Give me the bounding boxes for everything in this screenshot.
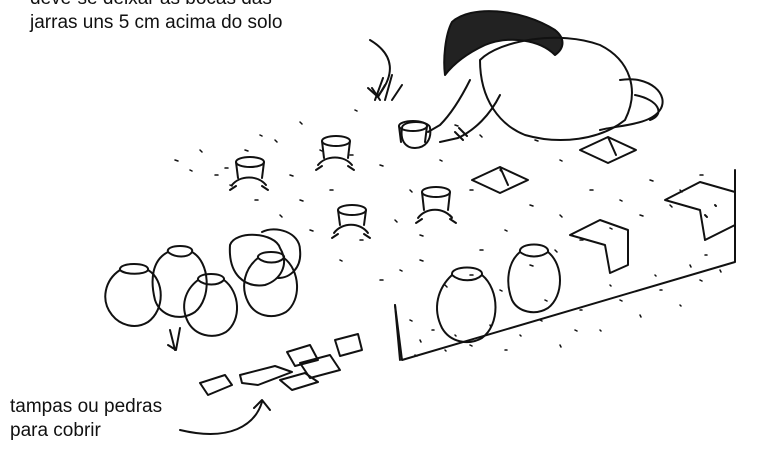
jar-depth-note: deve-se deixar as bocas das jarras uns 5…	[30, 0, 282, 35]
stone	[240, 366, 292, 385]
arm-left	[428, 80, 470, 132]
clay-jars-group	[105, 229, 300, 350]
hole	[570, 220, 628, 273]
top-arrow-head	[368, 85, 385, 97]
jar-mouth	[399, 121, 427, 142]
stone	[335, 334, 362, 356]
clay-jar	[508, 245, 560, 313]
lids-and-stones	[200, 334, 362, 395]
jar-depth-note-line2: jarras uns 5 cm acima do solo	[30, 12, 283, 33]
jars-in-soil	[437, 245, 560, 343]
hole	[665, 182, 735, 240]
jar-mouth	[230, 157, 268, 190]
clay-jar	[262, 229, 300, 278]
jar-depth-note-line1: deve-se deixar as bocas das	[30, 0, 282, 11]
soil-front-face	[395, 170, 735, 360]
jar-mouth	[316, 136, 354, 170]
bottom-annotation-arrow	[180, 402, 262, 434]
bottom-arrow-head	[254, 400, 270, 410]
lids-note-line2: para cobrir	[10, 420, 101, 441]
jar-mouth	[416, 187, 456, 223]
grass-sprig	[168, 328, 180, 350]
torso	[480, 38, 632, 140]
clay-jar	[230, 235, 284, 286]
stone	[200, 375, 232, 395]
stone	[300, 355, 340, 378]
buried-jar-mouths	[230, 121, 456, 238]
dug-holes	[472, 137, 735, 273]
soil-left-edge	[395, 305, 400, 360]
hole	[580, 137, 636, 163]
lids-note-line1: tampas ou pedras	[10, 396, 163, 417]
clay-jar	[184, 274, 237, 336]
arm-right	[440, 95, 500, 142]
hole	[472, 167, 528, 193]
surface-speckles	[175, 110, 703, 291]
clay-jar	[105, 264, 160, 326]
clay-jar	[153, 246, 207, 317]
stone	[280, 373, 318, 390]
clay-jar	[437, 268, 495, 343]
jar-mouth	[332, 205, 370, 238]
jar-in-hand	[402, 122, 431, 148]
kneeling-person	[402, 11, 663, 148]
grass-tuft	[372, 75, 402, 100]
clay-jar	[244, 252, 297, 316]
legs	[600, 79, 663, 130]
lids-note: tampas ou pedras para cobrir	[10, 395, 162, 443]
stone	[287, 345, 318, 366]
bracelet	[455, 128, 467, 140]
hair	[444, 11, 562, 75]
